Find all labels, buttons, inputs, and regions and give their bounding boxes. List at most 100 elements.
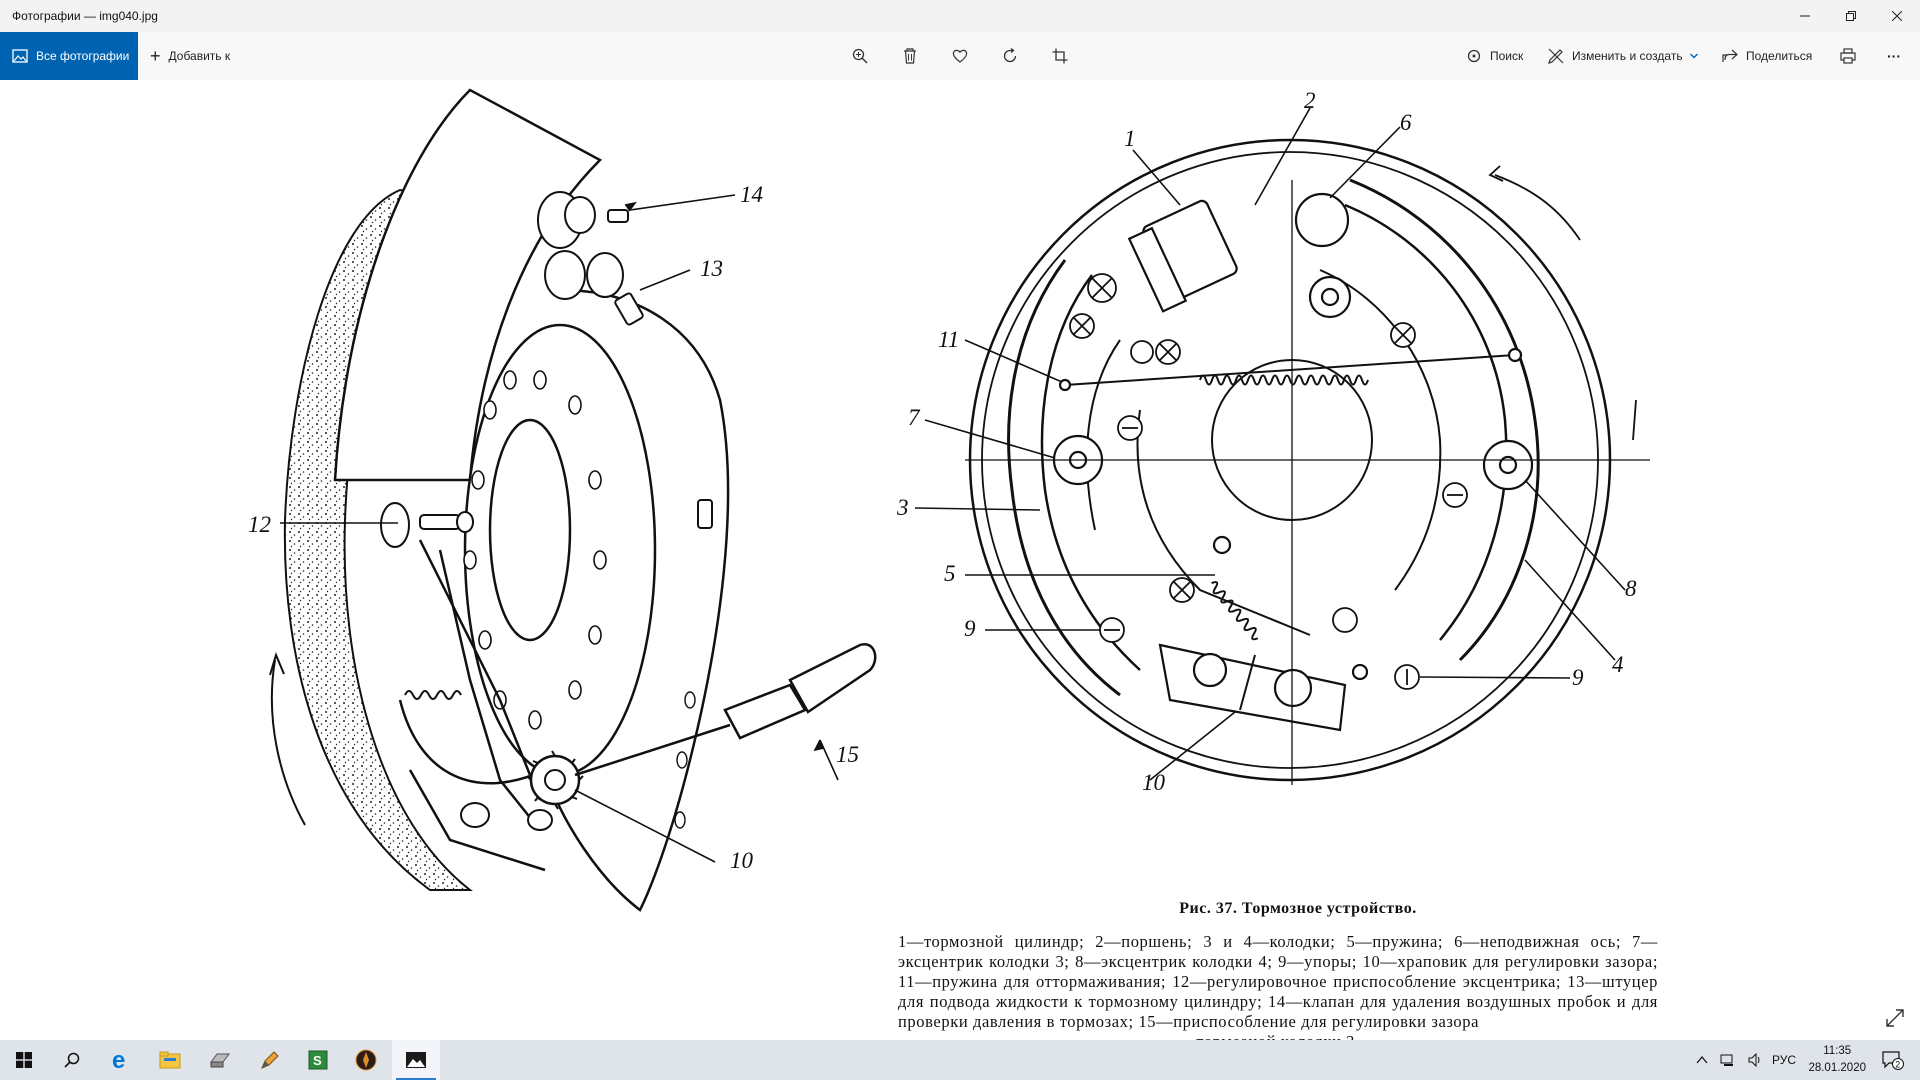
- figure-caption: Рис. 37. Тормозное устройство. 1—тормозн…: [898, 900, 1658, 1052]
- tray-volume[interactable]: [1748, 1040, 1764, 1080]
- svg-text:e: e: [112, 1048, 125, 1072]
- round-app-icon: [355, 1049, 377, 1071]
- crop-icon: [1052, 48, 1068, 64]
- label-9-left: 9: [964, 616, 976, 641]
- caption-title: Рис. 37. Тормозное устройство.: [1179, 900, 1417, 917]
- all-photos-label: Все фотографии: [36, 49, 130, 63]
- delete-button[interactable]: [898, 44, 922, 68]
- add-to-label: Добавить к: [168, 49, 231, 63]
- taskbar-explorer[interactable]: [146, 1040, 194, 1080]
- all-photos-button[interactable]: Все фотографии: [0, 32, 138, 80]
- right-leader-lines: [914, 107, 1626, 781]
- windows-icon: [16, 1052, 32, 1068]
- expand-icon: [1886, 1009, 1904, 1027]
- app-toolbar: Все фотографии + Добавить к Поиск Измени…: [0, 32, 1920, 80]
- taskbar-app-round[interactable]: [342, 1040, 390, 1080]
- label-14: 14: [740, 182, 763, 207]
- zoom-in-icon: [852, 48, 868, 64]
- label-15: 15: [836, 742, 859, 767]
- taskbar-app-s[interactable]: S: [294, 1040, 342, 1080]
- brake-diagram: [269, 88, 1650, 912]
- chevron-down-icon: [1689, 53, 1698, 59]
- search-label: Поиск: [1490, 49, 1524, 63]
- label-2: 2: [1304, 88, 1316, 113]
- right-brake-drawing: [965, 138, 1650, 785]
- left-brake-drawing: [269, 88, 877, 912]
- left-leader-lines: [280, 194, 839, 863]
- label-3: 3: [897, 495, 909, 520]
- zoom-button[interactable]: [848, 44, 872, 68]
- taskbar-search-button[interactable]: [48, 1040, 96, 1080]
- label-10-right: 10: [1142, 770, 1165, 795]
- minimize-button[interactable]: [1782, 0, 1828, 32]
- search-icon: [64, 1052, 80, 1068]
- label-9-right: 9: [1572, 665, 1584, 690]
- edge-icon: e: [112, 1048, 125, 1072]
- scanner-icon: [210, 1053, 230, 1068]
- clock-time: 11:35: [1823, 1045, 1852, 1057]
- pencil-app-icon: [261, 1051, 279, 1069]
- label-13: 13: [700, 256, 723, 281]
- rotate-button[interactable]: [998, 44, 1022, 68]
- title-bar: Фотографии — img040.jpg: [0, 0, 1920, 32]
- folder-icon: [159, 1051, 181, 1069]
- label-10-left: 10: [730, 848, 753, 873]
- taskbar-scanner[interactable]: [196, 1040, 244, 1080]
- s-app-icon: S: [308, 1050, 328, 1070]
- minimize-icon: [1800, 15, 1810, 17]
- taskbar-photos[interactable]: [392, 1040, 440, 1080]
- trash-icon: [904, 48, 916, 64]
- share-icon: [1722, 49, 1738, 62]
- image-canvas: 14 13 12 15 10 1 2 6 11 7 3 5 9 10 9 4 8…: [0, 80, 1920, 1051]
- close-icon: [1892, 11, 1902, 21]
- photos-app-icon: [406, 1052, 426, 1068]
- taskbar: e S РУС 11:35 28.01.2020 2: [0, 1040, 1920, 1080]
- fullscreen-button[interactable]: [1886, 1009, 1904, 1032]
- search-icon: [1467, 49, 1481, 63]
- label-11: 11: [938, 327, 960, 352]
- taskbar-clock[interactable]: 11:35 28.01.2020: [1808, 1043, 1866, 1077]
- label-1: 1: [1124, 126, 1136, 151]
- photo-icon: [12, 49, 28, 63]
- plus-icon: +: [150, 46, 161, 66]
- print-button[interactable]: [1836, 44, 1860, 68]
- language-indicator[interactable]: РУС: [1772, 1053, 1797, 1067]
- caption-text: 1—тормозной цилиндр; 2—поршень; 3 и 4—ко…: [898, 932, 1658, 1031]
- tray-chevron[interactable]: [1696, 1040, 1708, 1080]
- restore-icon: [1846, 11, 1856, 21]
- clock-date: 28.01.2020: [1808, 1062, 1866, 1074]
- caption-body: 1—тормозной цилиндр; 2—поршень; 3 и 4—ко…: [898, 932, 1658, 1052]
- label-7: 7: [908, 405, 920, 430]
- chevron-up-icon: [1696, 1055, 1708, 1064]
- label-5: 5: [944, 561, 956, 586]
- taskbar-edge[interactable]: e: [98, 1040, 146, 1080]
- edit-create-button[interactable]: Изменить и создать: [1548, 32, 1699, 80]
- crop-button[interactable]: [1048, 44, 1072, 68]
- tray-network[interactable]: [1720, 1040, 1736, 1080]
- close-button[interactable]: [1874, 0, 1920, 32]
- restore-button[interactable]: [1828, 0, 1874, 32]
- share-label: Поделиться: [1746, 49, 1813, 63]
- svg-text:S: S: [313, 1053, 322, 1068]
- search-button[interactable]: Поиск: [1466, 32, 1523, 80]
- add-to-button[interactable]: + Добавить к: [150, 32, 230, 80]
- window-title: Фотографии — img040.jpg: [12, 9, 158, 23]
- share-button[interactable]: Поделиться: [1722, 32, 1812, 80]
- printer-icon: [1840, 48, 1856, 64]
- network-icon: [1720, 1054, 1733, 1066]
- label-12: 12: [248, 512, 271, 537]
- favorite-button[interactable]: [948, 44, 972, 68]
- heart-icon: [952, 49, 968, 63]
- start-button[interactable]: [0, 1040, 48, 1080]
- notification-count: 2: [1895, 1060, 1900, 1070]
- edit-create-label: Изменить и создать: [1572, 49, 1683, 63]
- notifications-button[interactable]: 2: [1882, 1040, 1904, 1080]
- label-4: 4: [1612, 652, 1624, 677]
- rotate-icon: [1003, 48, 1017, 63]
- notification-icon: 2: [1882, 1051, 1904, 1070]
- volume-icon: [1748, 1053, 1760, 1067]
- more-button[interactable]: ···: [1887, 48, 1901, 64]
- edit-icon: [1548, 48, 1564, 64]
- taskbar-app-pencil[interactable]: [246, 1040, 294, 1080]
- label-6: 6: [1400, 110, 1412, 135]
